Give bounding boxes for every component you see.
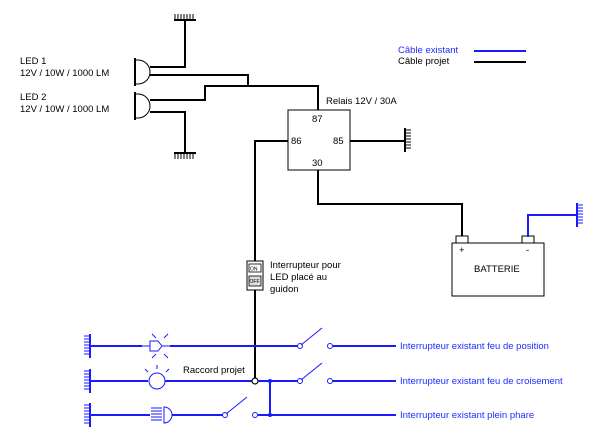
raccord-node <box>251 377 259 385</box>
ground-top-icon <box>174 14 196 21</box>
legend-project-label: Câble projet <box>398 56 450 67</box>
relay-pin-87: 87 <box>312 114 323 125</box>
ground-row3-icon <box>84 403 91 427</box>
position-lamp-icon <box>142 333 170 359</box>
led1-ground-wire <box>150 20 186 68</box>
ground-battery-icon <box>576 203 583 227</box>
raccord-label: Raccord projet <box>183 365 245 376</box>
bridge-node-bottom <box>268 413 272 417</box>
legend-existing-label: Câble existant <box>398 45 459 56</box>
switch-plein-phare-icon <box>222 396 258 418</box>
led-switch-icon: ON OFF <box>246 260 264 291</box>
led2-name: LED 2 <box>20 92 46 103</box>
led-switch-label-line2: LED placé au <box>270 272 327 283</box>
plein-phare-lamp-icon <box>151 406 173 424</box>
battery-minus-terminal <box>521 235 535 244</box>
ground-bottom-icon <box>174 152 196 159</box>
bridge-node-top <box>268 379 272 383</box>
relay-30-wire <box>317 170 463 237</box>
switch-plein-phare-label: Interrupteur existant plein phare <box>400 410 534 421</box>
battery-box <box>451 242 545 297</box>
ground-relay-icon <box>404 128 411 152</box>
switch-position-icon <box>297 327 333 349</box>
switch-croisement-label: Interrupteur existant feu de croisement <box>400 376 563 387</box>
led1-spec: 12V / 10W / 1000 LM <box>20 68 109 79</box>
led2-positive-wire <box>150 85 248 101</box>
led2-lamp-icon <box>134 92 151 120</box>
croisement-lamp-icon <box>141 365 173 390</box>
battery-minus: - <box>526 245 529 256</box>
battery-plus-terminal <box>455 235 469 244</box>
led1-positive-wire <box>150 74 319 110</box>
relay-pin-86: 86 <box>291 136 302 147</box>
led2-spec: 12V / 10W / 1000 LM <box>20 104 109 115</box>
led-switch-label-line3: guidon <box>270 284 299 295</box>
switch-croisement-icon <box>297 362 333 384</box>
battery-ground-wire <box>527 214 577 237</box>
battery-plus: + <box>459 245 465 256</box>
relay-pin-30: 30 <box>312 158 323 169</box>
ground-row2-icon <box>84 369 91 393</box>
relay-86-wire <box>254 140 288 263</box>
led2-ground-wire <box>150 111 186 153</box>
battery-label: BATTERIE <box>474 264 520 275</box>
relay-title: Relais 12V / 30A <box>326 96 397 107</box>
led-switch-off: OFF <box>250 279 260 285</box>
relay-pin-85: 85 <box>333 136 344 147</box>
led-switch-label-line1: Interrupteur pour <box>270 260 341 271</box>
led1-name: LED 1 <box>20 56 46 67</box>
switch-position-label: Interrupteur existant feu de position <box>400 341 549 352</box>
led-switch-on: ON <box>250 267 258 273</box>
led1-lamp-icon <box>134 58 151 86</box>
ground-row1-icon <box>84 334 91 358</box>
